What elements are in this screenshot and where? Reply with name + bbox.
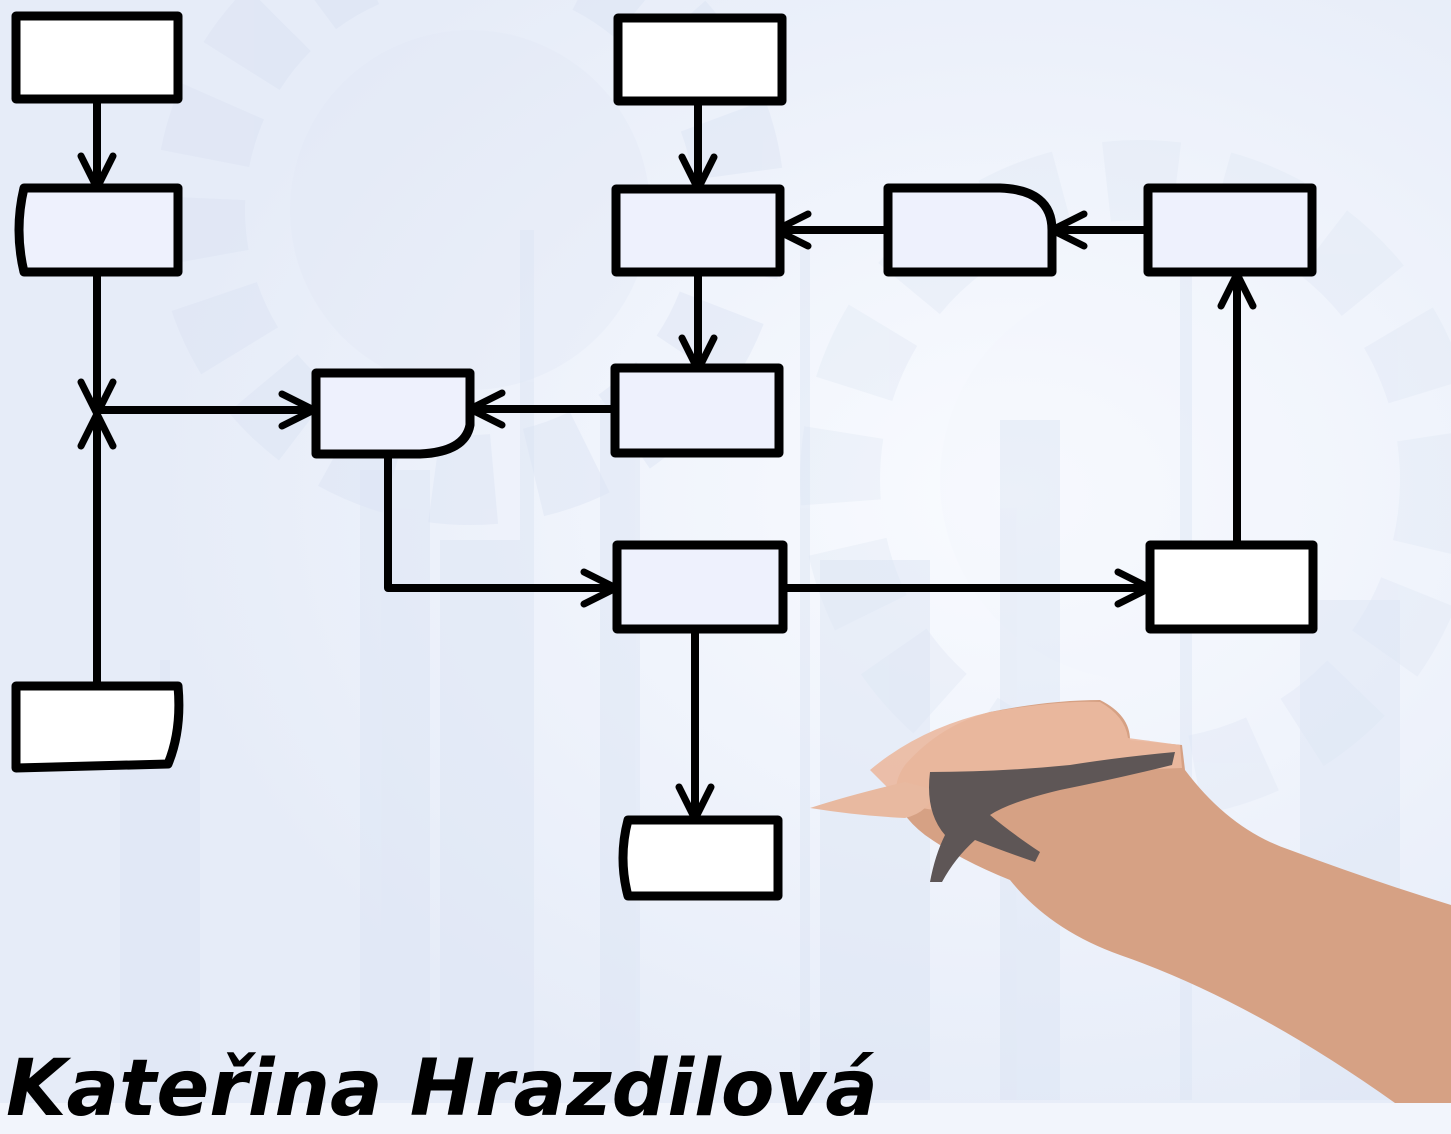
box-bottom bbox=[618, 815, 783, 901]
box-top-center bbox=[613, 13, 787, 106]
box-center-mid bbox=[610, 363, 784, 458]
box-right-lower bbox=[1145, 540, 1318, 634]
box-left-mid bbox=[14, 183, 183, 277]
author-name: Kateřina Hrazdilová bbox=[6, 1044, 878, 1134]
diagram-boxes bbox=[11, 11, 1318, 901]
flowchart-canvas bbox=[0, 0, 1451, 1103]
box-top-middle-right bbox=[883, 183, 1057, 277]
diagram-connectors bbox=[77, 97, 1257, 823]
box-left-bottom bbox=[11, 681, 184, 773]
connector-center-left-to-center-lower bbox=[384, 451, 620, 608]
pen-nib bbox=[810, 782, 935, 818]
box-top-right bbox=[1143, 183, 1317, 277]
hand-holding-pen-icon bbox=[810, 700, 1451, 1103]
box-left-top bbox=[11, 11, 183, 104]
box-center-left bbox=[311, 368, 475, 459]
hand-shape bbox=[896, 700, 1451, 1103]
box-center-upper bbox=[611, 184, 785, 277]
box-center-lower bbox=[612, 540, 788, 634]
city-skyline bbox=[120, 230, 1400, 1100]
pen-body bbox=[929, 752, 1175, 882]
